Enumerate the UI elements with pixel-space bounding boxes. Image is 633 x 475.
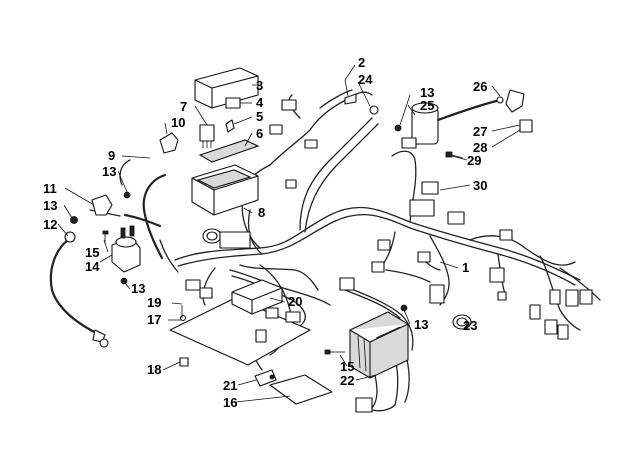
screw-15-left: [102, 230, 109, 244]
callout-8: 8: [258, 205, 265, 220]
ring-terminal: [92, 329, 109, 348]
callout-15-right: 15: [340, 359, 354, 374]
voltage-regulator: [339, 277, 409, 413]
callout-17: 17: [147, 312, 161, 327]
callout-13-coil: 13: [420, 85, 434, 100]
terminal-boot-10: [159, 132, 179, 154]
callout-9: 9: [108, 148, 115, 163]
callout-19: 19: [147, 295, 161, 310]
callout-7: 7: [180, 99, 187, 114]
callout-16: 16: [223, 395, 237, 410]
callout-18: 18: [147, 362, 161, 377]
spark-plug-cap: [496, 89, 533, 133]
mounting-plate: [169, 297, 311, 367]
callout-14: 14: [85, 259, 100, 274]
callouts: 3 4 5 6 7 8 9 10 11 13 12 13 15 14 13 19…: [43, 55, 487, 410]
relay-large: [199, 124, 215, 148]
clip: [225, 119, 235, 133]
callout-4: 4: [256, 95, 264, 110]
callout-13-mid: 13: [102, 164, 116, 179]
cdi-module: [231, 279, 283, 315]
callout-23: 23: [463, 318, 477, 333]
callout-20: 20: [288, 294, 302, 309]
callout-15-left: 15: [85, 245, 99, 260]
ignition-coil: [401, 98, 502, 149]
screw-15-right: [324, 349, 345, 355]
screw-29: [445, 151, 464, 159]
fuse-strip: [198, 139, 260, 163]
right-connectors: [371, 229, 593, 340]
callout-30: 30: [473, 178, 487, 193]
callout-12: 12: [43, 217, 57, 232]
callout-1: 1: [462, 260, 469, 275]
callout-25: 25: [420, 98, 434, 113]
callout-6: 6: [256, 126, 263, 141]
sensor-21: [254, 369, 277, 387]
leader-lines: [57, 64, 521, 403]
grommet-ring: [202, 228, 222, 244]
callout-28: 28: [473, 140, 487, 155]
callout-26: 26: [473, 79, 487, 94]
callout-21: 21: [223, 378, 237, 393]
starter-solenoid: [111, 225, 141, 273]
relay-box-cover: [194, 67, 259, 109]
callout-13-lower: 13: [131, 281, 145, 296]
relay-small: [225, 97, 241, 109]
callout-5: 5: [256, 109, 263, 124]
connector-block-30: [409, 181, 465, 225]
connectors-top: [269, 93, 379, 189]
tape-16: [269, 374, 333, 405]
fuse-relay-box: [191, 164, 259, 216]
callout-29: 29: [467, 153, 481, 168]
callout-13-left: 13: [43, 198, 57, 213]
callout-10: 10: [171, 115, 185, 130]
ring-23: [452, 314, 472, 330]
callout-11: 11: [43, 181, 57, 196]
nuts-and-washers: [64, 124, 408, 312]
callout-22: 22: [340, 373, 354, 388]
terminal-boot-11: [91, 194, 113, 216]
harness-connectors-lower: [185, 231, 301, 343]
callout-13-regulator: 13: [414, 317, 428, 332]
callout-24: 24: [358, 72, 373, 87]
callout-2: 2: [358, 55, 365, 70]
callout-27: 27: [473, 124, 487, 139]
callout-3: 3: [256, 78, 263, 93]
